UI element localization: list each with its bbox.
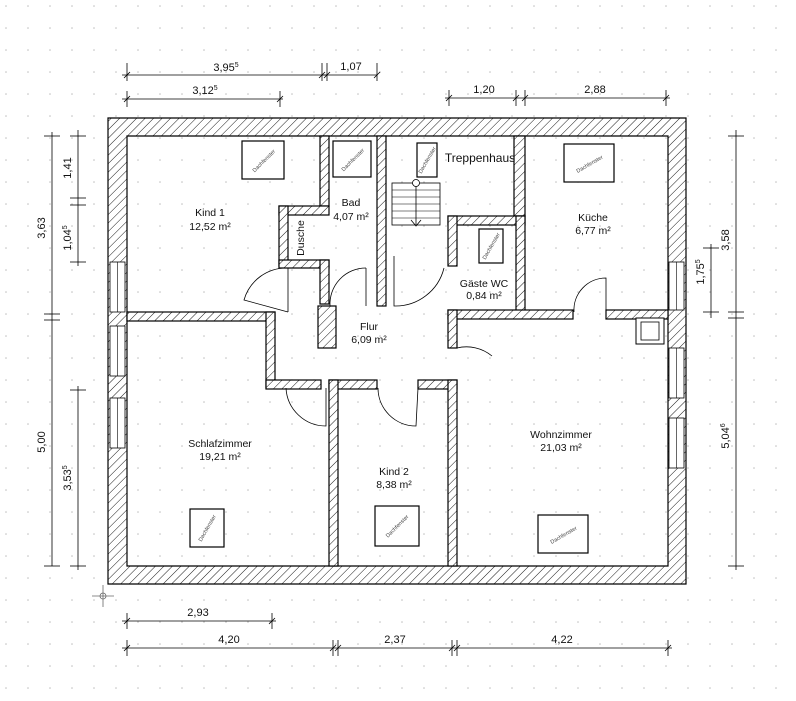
room-name-treppenhaus: Treppenhaus xyxy=(445,151,515,165)
svg-text:5,00: 5,00 xyxy=(36,431,48,452)
svg-text:2,93: 2,93 xyxy=(187,607,208,619)
skylights: Dachfenster Dachfenster Dachfenster Dach… xyxy=(189,140,615,554)
skylight-bad: Dachfenster xyxy=(332,140,372,178)
svg-text:1,07: 1,07 xyxy=(340,61,361,73)
room-area-kind1: 12,52 m² xyxy=(189,221,231,233)
interior-walls xyxy=(126,135,669,567)
room-name-wohnzimmer: Wohnzimmer xyxy=(530,429,592,441)
svg-text:1,20: 1,20 xyxy=(473,84,494,96)
svg-text:2,37: 2,37 xyxy=(384,634,405,646)
svg-text:3,125: 3,125 xyxy=(192,85,217,97)
windows xyxy=(109,261,685,469)
svg-text:3,535: 3,535 xyxy=(62,465,74,490)
room-name-kueche: Küche xyxy=(578,212,608,224)
room-name-schlafzimmer: Schlafzimmer xyxy=(188,438,252,450)
skylight-schlafzimmer: Dachfenster xyxy=(189,508,225,548)
room-name-bad: Bad xyxy=(342,197,361,209)
outer-wall xyxy=(107,117,687,585)
room-name-kind2: Kind 2 xyxy=(379,466,409,478)
room-name-kind1: Kind 1 xyxy=(195,207,225,219)
skylight-kind1: Dachfenster xyxy=(241,140,285,180)
svg-text:4,20: 4,20 xyxy=(218,634,239,646)
room-area-wohnzimmer: 21,03 m² xyxy=(540,442,582,454)
dimensions-bottom: 2,93 4,20 2,37 4,22 xyxy=(122,607,672,656)
svg-text:1,755: 1,755 xyxy=(695,259,707,284)
skylight-kueche: Dachfenster xyxy=(563,143,615,183)
room-labels: Kind 1 12,52 m² Bad 4,07 m² Dusche Trepp… xyxy=(188,151,611,491)
svg-text:3,63: 3,63 xyxy=(36,217,48,238)
origin-crosshair-icon xyxy=(92,585,114,607)
svg-text:5,046: 5,046 xyxy=(720,423,732,448)
room-area-bad: 4,07 m² xyxy=(333,211,369,223)
room-name-gaeste-wc: Gäste WC xyxy=(460,278,509,290)
dimensions-right: 3,58 5,046 1,755 xyxy=(695,130,744,570)
skylight-wohnzimmer: Dachfenster xyxy=(537,514,589,554)
skylight-gaeste-wc: Dachfenster xyxy=(478,228,504,264)
svg-text:2,88: 2,88 xyxy=(584,84,605,96)
svg-text:1,41: 1,41 xyxy=(62,157,74,178)
room-area-gaeste-wc: 0,84 m² xyxy=(466,290,502,302)
svg-text:3,58: 3,58 xyxy=(720,229,732,250)
svg-text:1,045: 1,045 xyxy=(62,225,74,250)
room-area-kind2: 8,38 m² xyxy=(376,479,412,491)
svg-text:3,955: 3,955 xyxy=(213,62,238,74)
dimensions-left: 3,63 5,00 1,41 1,045 3,535 xyxy=(36,130,86,570)
doors xyxy=(243,256,607,427)
dimensions-top: 3,955 1,07 3,125 1,20 2,88 xyxy=(122,61,670,107)
skylight-treppenhaus: Dachfenster xyxy=(416,142,438,178)
room-name-flur: Flur xyxy=(360,321,379,333)
svg-text:4,22: 4,22 xyxy=(551,634,572,646)
room-name-dusche: Dusche xyxy=(295,220,307,256)
staircase xyxy=(391,179,441,227)
room-area-flur: 6,09 m² xyxy=(351,334,387,346)
room-area-kueche: 6,77 m² xyxy=(575,225,611,237)
room-area-schlafzimmer: 19,21 m² xyxy=(199,451,241,463)
skylight-kind2: Dachfenster xyxy=(374,505,420,547)
